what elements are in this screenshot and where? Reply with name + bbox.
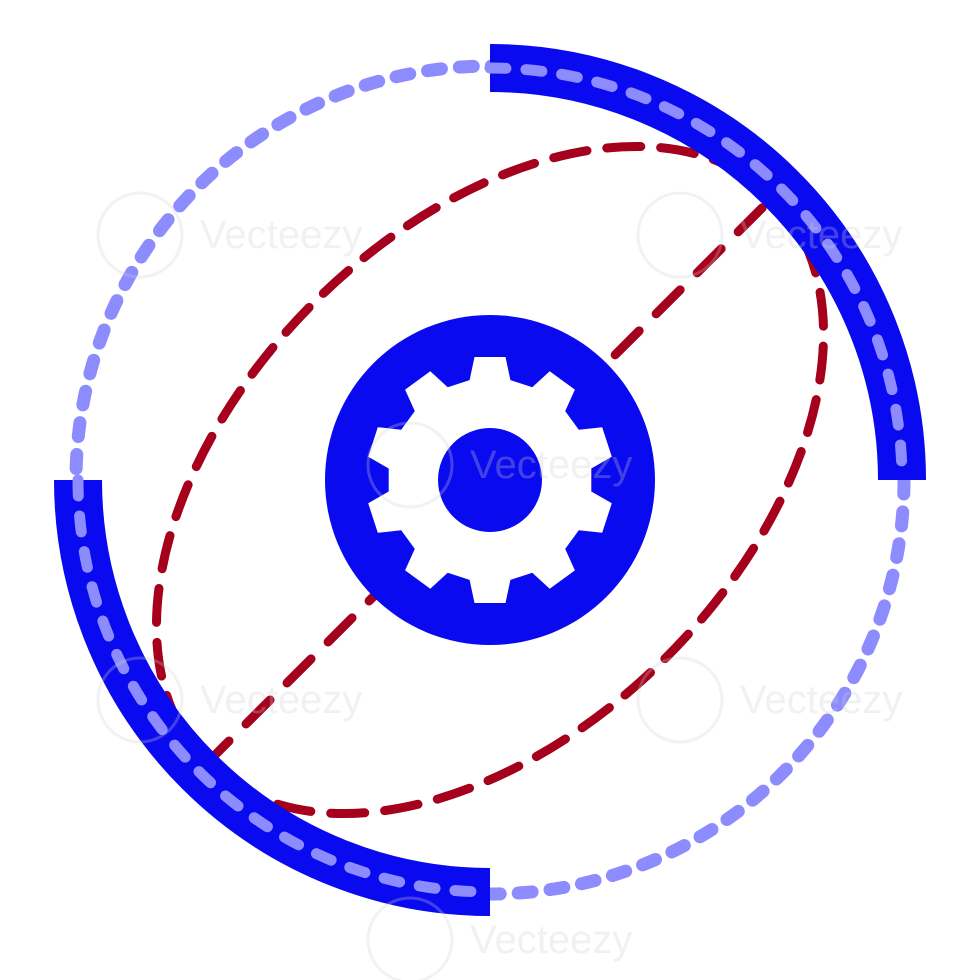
watermark-text: Vecteezy [470,443,632,487]
watermark-text: Vecteezy [200,678,362,722]
watermark-text: Vecteezy [470,918,632,962]
watermark-text: Vecteezy [740,678,902,722]
gear-hub [438,428,542,532]
watermark-logo-icon [96,191,724,980]
watermark-text: Vecteezy [740,213,902,257]
watermark-text: Vecteezy [200,213,362,257]
orbit-arc-bottom-left-dashes [72,474,496,898]
watermark-layer: Vecteezy Vecteezy Vecteezy Vecteezy Vect… [96,191,902,980]
orbit-arc-top-right-dashes [484,62,908,486]
